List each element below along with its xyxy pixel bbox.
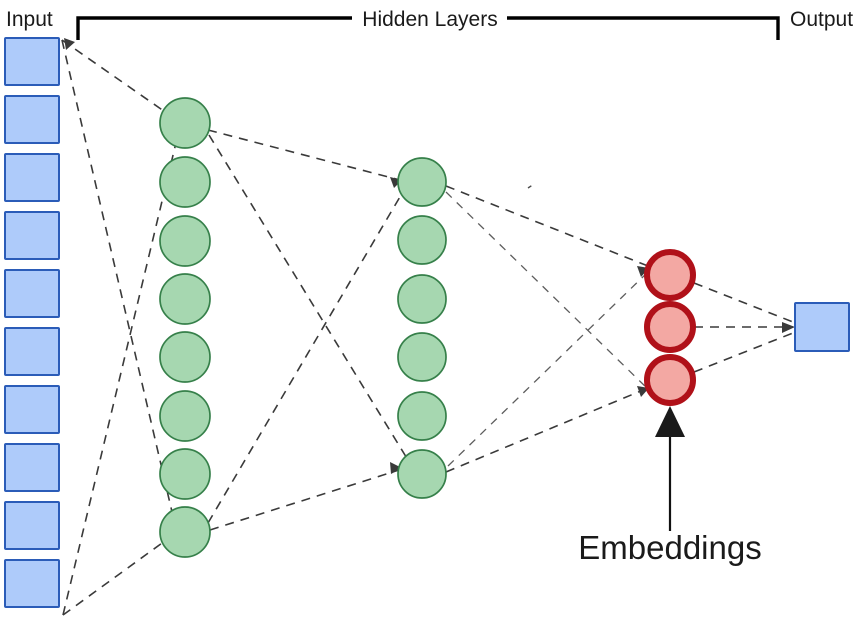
embedding-layer — [644, 249, 696, 406]
bracket-right-segment — [507, 16, 780, 40]
input-node[interactable] — [4, 443, 60, 492]
hidden-node[interactable] — [397, 157, 447, 207]
edges-embeddings-to-output — [693, 282, 794, 373]
arrowhead — [782, 322, 795, 333]
input-node[interactable] — [4, 385, 60, 434]
embeddings-annotation: Embeddings — [578, 406, 762, 566]
hidden-layers-label: Hidden Layers — [362, 8, 497, 31]
bracket-left-segment — [76, 16, 352, 40]
edge-line — [62, 125, 181, 616]
embedding-node[interactable] — [644, 301, 696, 353]
edge-line — [209, 469, 400, 531]
hidden-node[interactable] — [397, 274, 447, 324]
input-node[interactable] — [4, 501, 60, 550]
annotation-arrow-head — [655, 406, 685, 437]
hidden-node[interactable] — [397, 215, 447, 265]
input-node[interactable] — [4, 559, 60, 608]
edge-line — [62, 529, 181, 616]
output-layer — [794, 302, 850, 352]
hidden-node[interactable] — [159, 331, 211, 383]
input-node[interactable] — [4, 95, 60, 144]
hidden-layer-2 — [397, 157, 447, 499]
hidden-node[interactable] — [159, 273, 211, 325]
edges-input-to-hidden1 — [61, 39, 182, 616]
edge-line — [208, 134, 409, 461]
hidden-node[interactable] — [397, 391, 447, 441]
edge-line — [207, 129, 401, 181]
hidden-node[interactable] — [159, 390, 211, 442]
input-layer — [4, 37, 60, 608]
embedding-node[interactable] — [644, 249, 696, 301]
input-node[interactable] — [4, 269, 60, 318]
input-node[interactable] — [4, 37, 60, 86]
edge-line — [61, 39, 182, 124]
arrowhead — [390, 462, 402, 474]
input-node[interactable] — [4, 327, 60, 376]
hidden-layer-1 — [159, 97, 211, 558]
arrowhead — [64, 38, 75, 50]
hidden-layers-bracket — [76, 16, 780, 40]
edges-hidden1-to-hidden2 — [207, 129, 409, 531]
input-label: Input — [6, 8, 53, 31]
edge-line — [445, 387, 649, 473]
edge-line — [693, 282, 794, 323]
input-node[interactable] — [4, 153, 60, 202]
edge-line — [61, 39, 177, 530]
embeddings-annotation-label: Embeddings — [578, 529, 761, 566]
output-label: Output — [790, 8, 853, 31]
edge-line — [445, 185, 649, 267]
edges-hidden2-to-embeddings — [445, 185, 652, 473]
hidden-node[interactable] — [159, 448, 211, 500]
hidden-node[interactable] — [397, 449, 447, 499]
embedding-node[interactable] — [644, 354, 696, 406]
hidden-node[interactable] — [397, 332, 447, 382]
hidden-node[interactable] — [159, 156, 211, 208]
edge-line — [445, 191, 652, 393]
input-node[interactable] — [4, 211, 60, 260]
hidden-node[interactable] — [159, 215, 211, 267]
output-node[interactable] — [794, 302, 850, 352]
edge-line — [693, 332, 794, 373]
hidden-node[interactable] — [159, 97, 211, 149]
hidden-node[interactable] — [159, 506, 211, 558]
stray-dash-artifact — [527, 183, 535, 189]
edge-line — [447, 269, 651, 467]
edge-line — [207, 189, 405, 524]
